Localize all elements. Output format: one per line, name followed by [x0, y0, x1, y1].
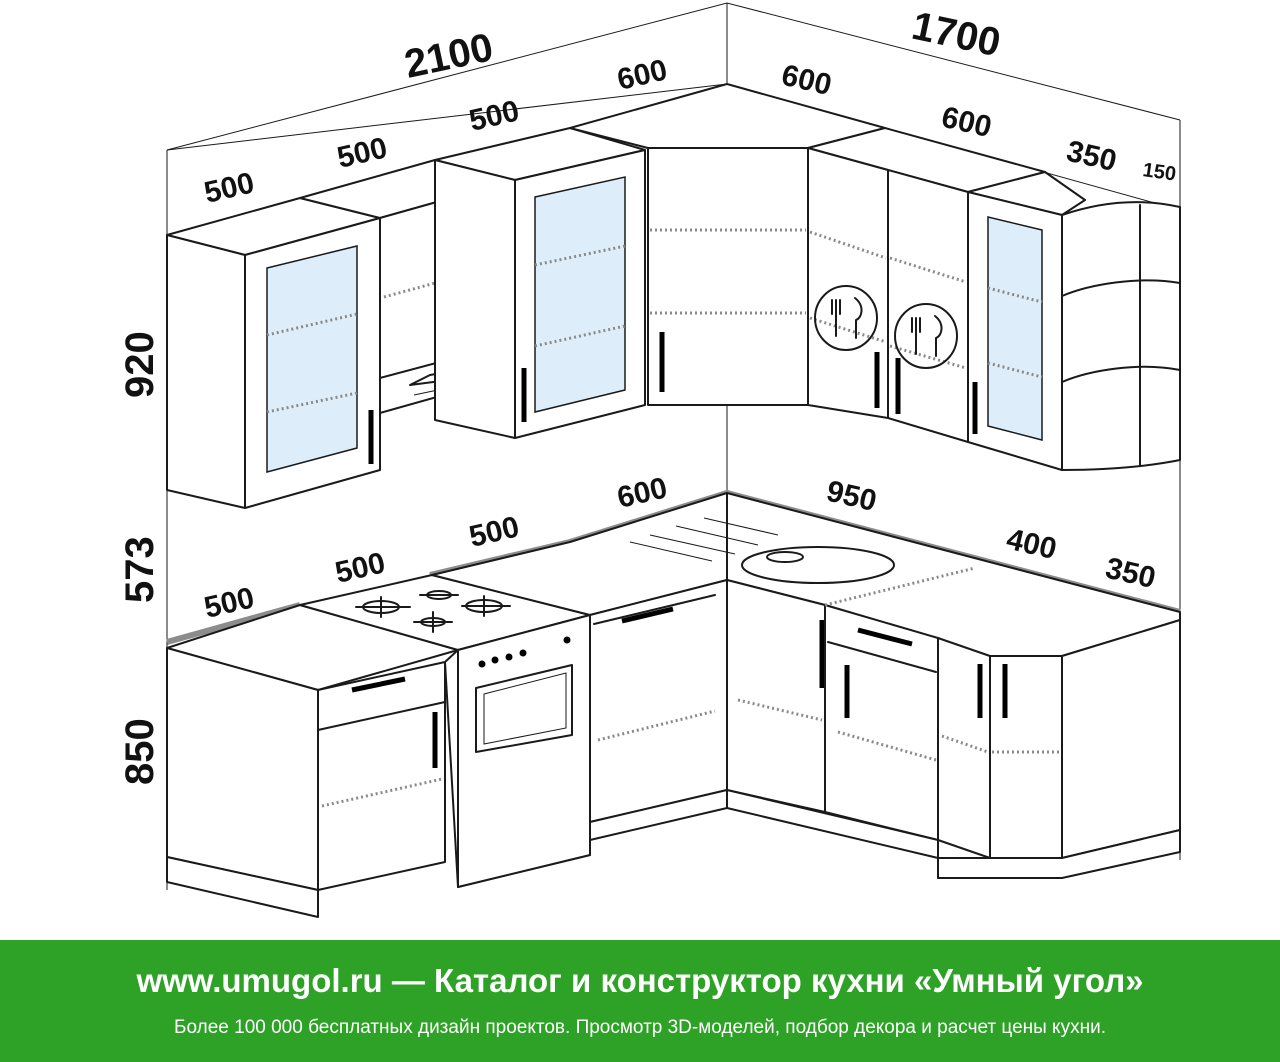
- footer-banner: www.umugol.ru — Каталог и конструктор ку…: [0, 940, 1280, 1062]
- footer-subtitle: Более 100 000 бесплатных дизайн проектов…: [174, 1017, 1106, 1038]
- dim-upper-left-3: 500: [466, 94, 522, 137]
- dim-upper-left-corner: 600: [614, 53, 670, 96]
- dim-lower-left-3: 500: [466, 510, 522, 553]
- dim-upper-right-4: 150: [1141, 159, 1177, 185]
- dim-right-wall-total: 1700: [908, 4, 1004, 66]
- upper-cabinet-right-double[interactable]: [807, 127, 1046, 443]
- dim-upper-right-2: 600: [938, 101, 994, 144]
- upper-cabinet-glass-left[interactable]: [166, 197, 381, 509]
- upper-open-shelf-end: [1061, 201, 1181, 471]
- cutlery-icon: [814, 285, 878, 351]
- sink: [629, 517, 976, 607]
- dim-lower-right-2: 400: [1003, 523, 1059, 566]
- kitchen-diagram: 2100 1700 500 500 500 600 600 600 350 15…: [118, 2, 1181, 918]
- lower-corner-cabinet[interactable]: [726, 579, 939, 859]
- stove-knob-icon: [478, 636, 571, 668]
- dim-upper-left-1: 500: [201, 166, 257, 209]
- dim-left-wall-total: 2100: [401, 25, 497, 87]
- dim-lower-right-3: 350: [1102, 552, 1158, 595]
- dim-lower-left-2: 500: [332, 546, 388, 589]
- dim-upper-right-3: 350: [1063, 135, 1119, 178]
- dim-upper-height: 920: [118, 331, 162, 398]
- stove[interactable]: [355, 590, 591, 888]
- lower-cabinet-right[interactable]: [937, 619, 1181, 879]
- dim-lower-right-1: 950: [823, 475, 879, 518]
- dim-gap-height: 573: [118, 536, 162, 603]
- dim-lower-left-corner: 600: [614, 471, 670, 514]
- burner-icon: [355, 590, 511, 633]
- lower-cabinet-sink-left[interactable]: [589, 579, 728, 841]
- lower-cabinet-left[interactable]: [166, 647, 446, 918]
- upper-corner-cabinet[interactable]: [569, 83, 886, 406]
- dim-upper-left-2: 500: [334, 131, 390, 174]
- upper-cabinet-glass-center[interactable]: [434, 127, 646, 439]
- cutlery-icon: [894, 303, 958, 369]
- dim-lower-height: 850: [118, 718, 162, 785]
- dim-upper-right-corner: 600: [778, 59, 834, 102]
- footer-title[interactable]: www.umugol.ru — Каталог и конструктор ку…: [136, 962, 1144, 999]
- upper-cabinet-glass-right[interactable]: [967, 171, 1086, 471]
